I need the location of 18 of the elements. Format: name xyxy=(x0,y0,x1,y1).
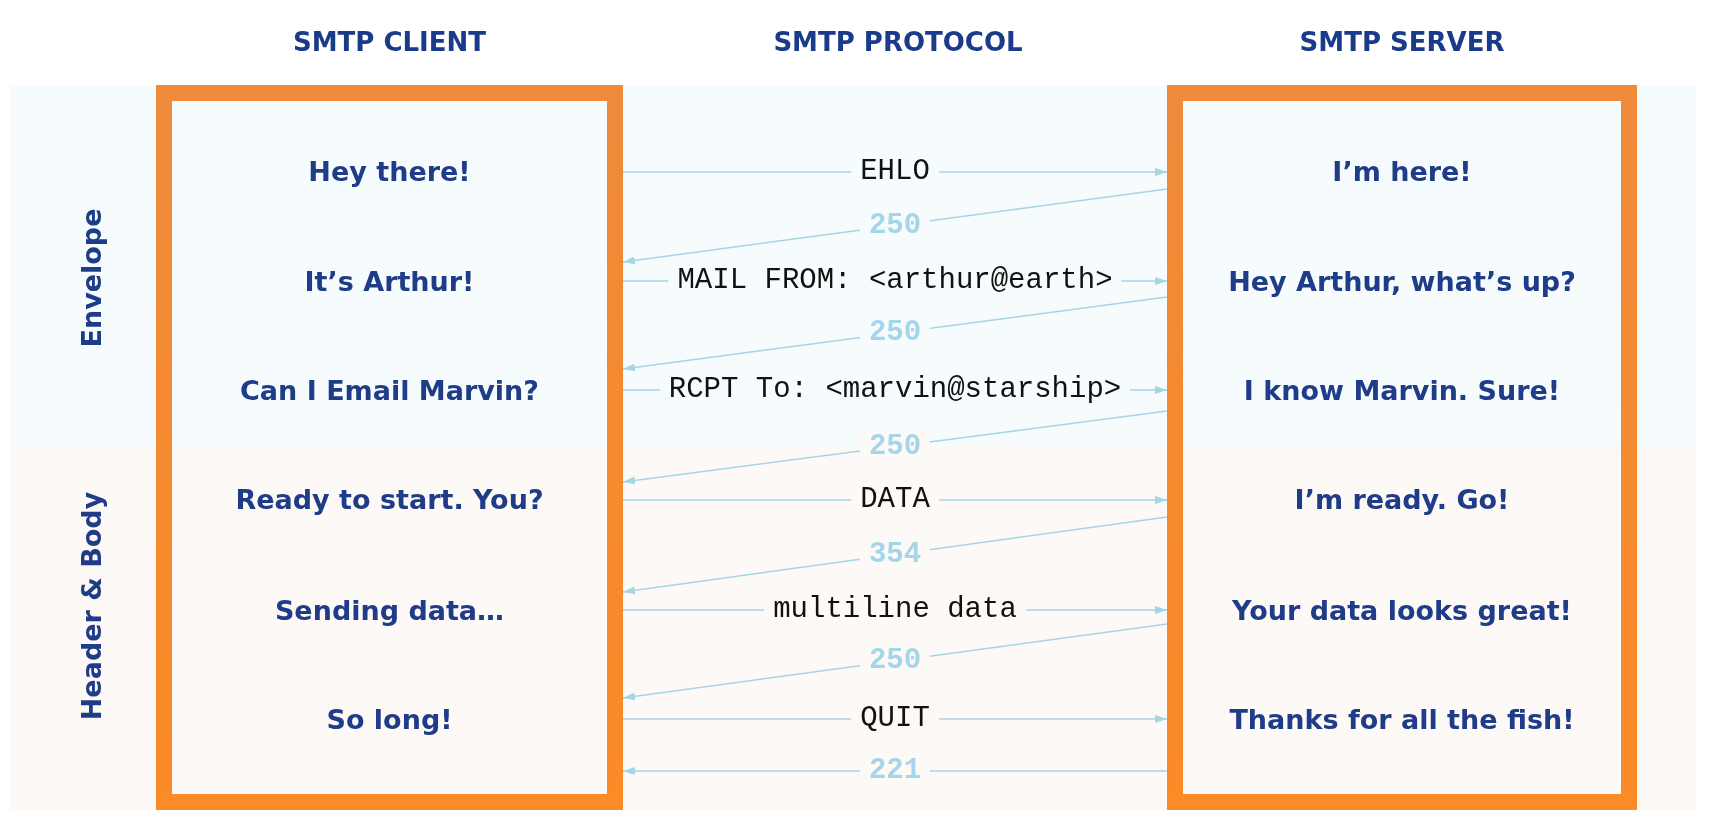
message-text: Hey Arthur, what’s up? xyxy=(1228,265,1576,299)
column-heading: SMTP CLIENT xyxy=(293,27,486,59)
edge-label: RCPT To: <marvin@starship> xyxy=(659,374,1131,406)
message-text: Can I Email Marvin? xyxy=(240,374,539,408)
message-text: I’m here! xyxy=(1332,155,1472,189)
message-text: Your data looks great! xyxy=(1232,594,1572,628)
message-text: Thanks for all the fish! xyxy=(1229,703,1575,737)
band-label: Header & Body xyxy=(75,491,108,721)
column-heading: SMTP PROTOCOL xyxy=(773,27,1023,59)
message-text: Ready to start. You? xyxy=(235,483,544,517)
column-heading: SMTP SERVER xyxy=(1299,27,1505,59)
band-label: Envelope xyxy=(75,208,108,348)
message-text: I’m ready. Go! xyxy=(1294,483,1510,517)
message-text: So long! xyxy=(326,703,453,737)
message-text: It’s Arthur! xyxy=(304,265,475,299)
message-text: Hey there! xyxy=(308,155,471,189)
message-text: I know Marvin. Sure! xyxy=(1243,374,1561,408)
message-text: Sending data… xyxy=(274,594,505,628)
